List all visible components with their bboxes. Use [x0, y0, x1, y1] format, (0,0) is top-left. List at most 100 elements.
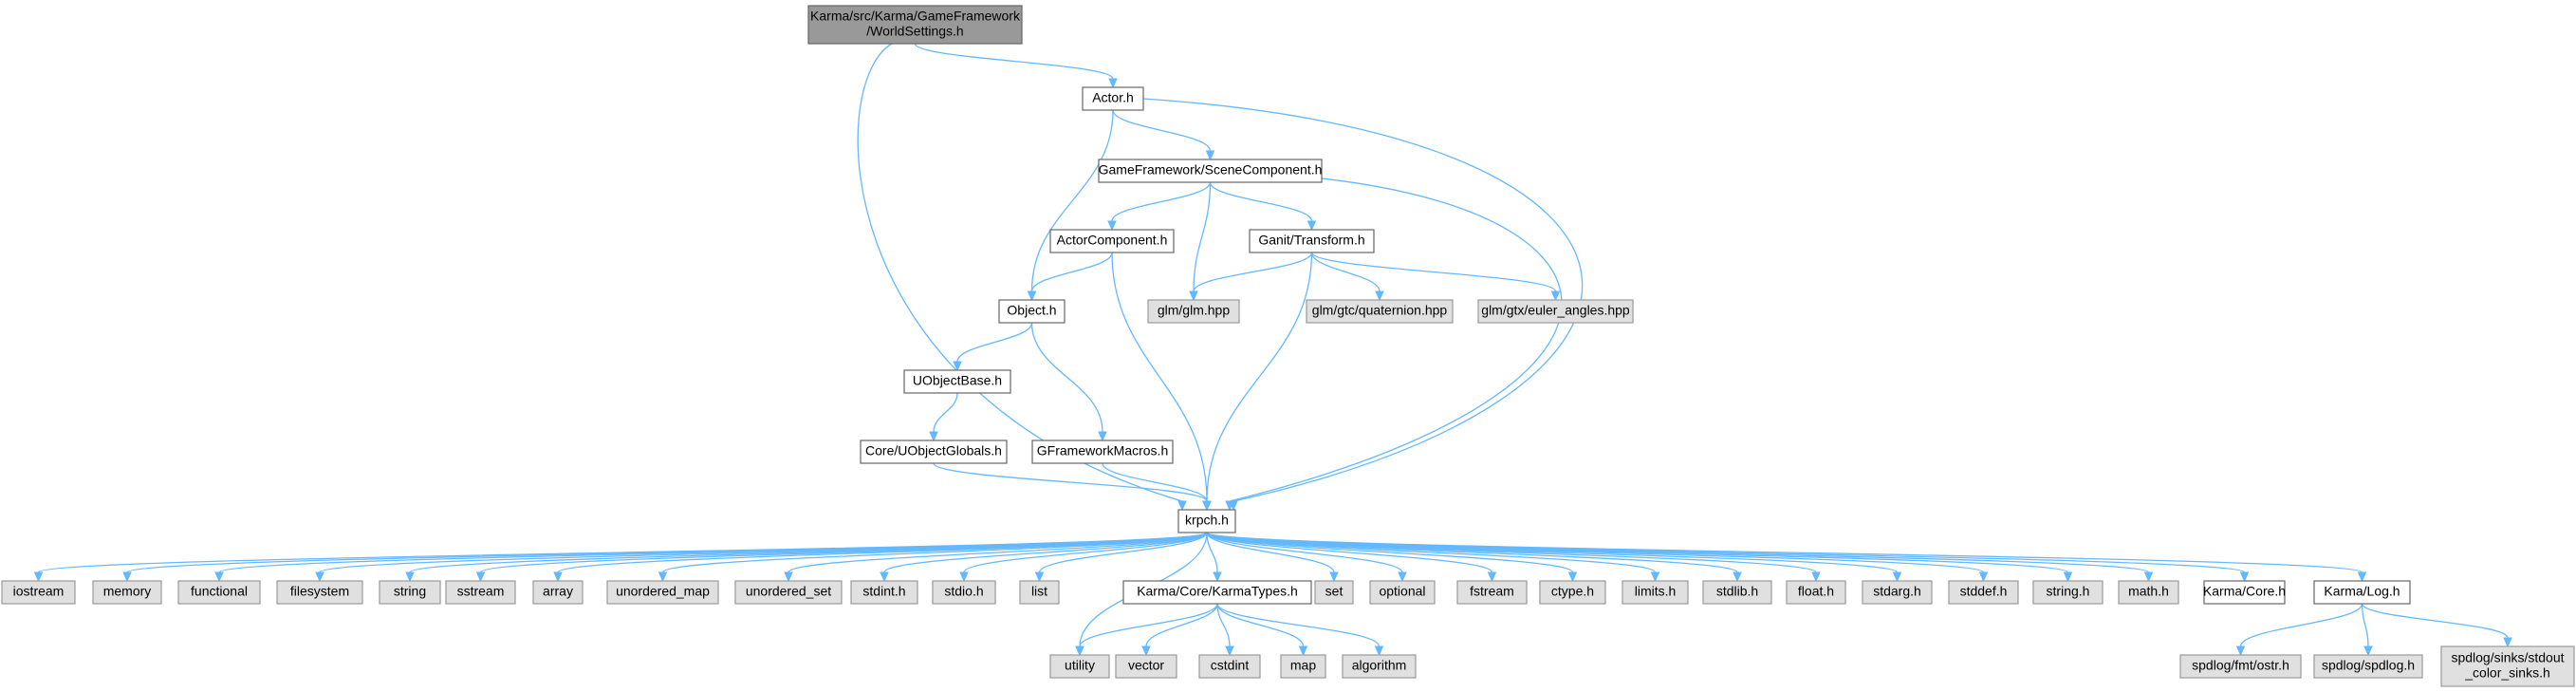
node-stddef[interactable]: stddef.h: [1948, 580, 2019, 605]
arrow-head-icon: [1098, 431, 1107, 442]
node-floath[interactable]: float.h: [1786, 580, 1846, 605]
node-fstream[interactable]: fstream: [1456, 580, 1528, 605]
node-actor[interactable]: Actor.h: [1082, 86, 1144, 111]
node-label: glm/glm.hpp: [1158, 303, 1230, 318]
arrow-head-icon: [880, 571, 889, 583]
node-actorcomp[interactable]: ActorComponent.h: [1049, 229, 1175, 253]
node-scenecomp[interactable]: GameFramework/SceneComponent.h: [1098, 159, 1323, 183]
node-gfmacros[interactable]: GFrameworkMacros.h: [1031, 440, 1174, 464]
node-box: [1019, 580, 1060, 605]
node-krpch[interactable]: krpch.h: [1177, 509, 1236, 533]
node-quat[interactable]: glm/gtc/quaternion.hpp: [1306, 299, 1454, 324]
node-stdoutsinks[interactable]: spdlog/sinks/stdout_color_sinks.h: [2440, 645, 2575, 687]
edge-object-gfmacros: [1030, 322, 1107, 442]
node-transform[interactable]: Ganit/Transform.h: [1249, 229, 1375, 253]
node-umap[interactable]: unordered_map: [606, 580, 719, 605]
node-list[interactable]: list: [1019, 580, 1060, 605]
node-stringh[interactable]: string.h: [2032, 580, 2103, 605]
node-ctype[interactable]: ctype.h: [1539, 580, 1606, 605]
node-uobjglob[interactable]: Core/UObjectGlobals.h: [860, 440, 1008, 464]
node-vector[interactable]: vector: [1115, 654, 1177, 679]
node-label: unordered_set: [746, 584, 831, 599]
node-box: [807, 5, 1023, 45]
node-set[interactable]: set: [1314, 580, 1354, 605]
edge-krpch-optional: [1206, 532, 1407, 583]
node-stdio[interactable]: stdio.h: [932, 580, 996, 605]
nodes-layer: Karma/src/Karma/GameFramework/WorldSetti…: [1, 5, 2575, 687]
node-core[interactable]: Karma/Core.h: [2203, 580, 2286, 605]
node-log[interactable]: Karma/Log.h: [2313, 580, 2411, 605]
node-box: [1702, 580, 1772, 605]
node-utility[interactable]: utility: [1049, 654, 1110, 679]
arrow-head-icon: [2143, 571, 2154, 583]
node-box: [2203, 580, 2286, 605]
node-box: [903, 369, 1011, 394]
node-algorithm[interactable]: algorithm: [1342, 654, 1417, 679]
node-box: [276, 580, 363, 605]
node-fmtostr[interactable]: spdlog/fmt/ostr.h: [2179, 654, 2302, 679]
edge-krpch-stdint: [880, 532, 1208, 583]
node-iostream[interactable]: iostream: [1, 580, 76, 605]
node-box: [1249, 229, 1375, 253]
node-box: [1031, 440, 1174, 464]
node-uobjbase[interactable]: UObjectBase.h: [903, 369, 1011, 394]
arrow-head-icon: [2235, 645, 2246, 657]
node-box: [1177, 509, 1236, 533]
node-array[interactable]: array: [532, 580, 584, 605]
arrow-head-icon: [1034, 571, 1045, 583]
arrow-head-icon: [2503, 637, 2512, 648]
arrow-head-icon: [1550, 290, 1561, 302]
edge-transform-krpch: [1202, 252, 1313, 512]
node-spdlog[interactable]: spdlog/spdlog.h: [2313, 654, 2423, 679]
arrow-head-icon: [1375, 290, 1384, 302]
node-functional[interactable]: functional: [177, 580, 261, 605]
node-label: list: [1031, 584, 1047, 599]
node-label: _color_sinks.h: [2464, 665, 2550, 681]
node-box: [734, 580, 843, 605]
node-cstdint[interactable]: cstdint: [1198, 654, 1261, 679]
node-glm[interactable]: glm/glm.hpp: [1147, 299, 1240, 324]
node-string[interactable]: string: [379, 580, 441, 605]
node-euler[interactable]: glm/gtx/euler_angles.hpp: [1477, 299, 1634, 324]
node-stdarg[interactable]: stdarg.h: [1862, 580, 1933, 605]
node-box: [2179, 654, 2302, 679]
arrow-head-icon: [315, 571, 324, 583]
edge-root-krpch: [857, 43, 1187, 512]
node-map[interactable]: map: [1280, 654, 1326, 679]
edge-transform-glm: [1189, 252, 1313, 302]
arrow-head-icon: [214, 571, 224, 583]
node-box: [1098, 159, 1323, 183]
node-box: [1147, 299, 1240, 324]
node-object[interactable]: Object.h: [998, 299, 1066, 324]
node-root[interactable]: Karma/src/Karma/GameFramework/WorldSetti…: [807, 5, 1023, 45]
arrow-head-icon: [33, 571, 44, 583]
node-limits[interactable]: limits.h: [1622, 580, 1689, 605]
node-label: Karma/Log.h: [2324, 584, 2400, 599]
node-label: spdlog/fmt/ostr.h: [2192, 658, 2289, 673]
edge-krpch-list: [1034, 532, 1208, 583]
node-label: glm/gtx/euler_angles.hpp: [1481, 303, 1630, 318]
node-box: [1, 580, 76, 605]
node-stdlib[interactable]: stdlib.h: [1702, 580, 1772, 605]
node-filesystem[interactable]: filesystem: [276, 580, 363, 605]
node-mathh[interactable]: math.h: [2118, 580, 2179, 605]
edge-krpch-umap: [658, 532, 1208, 583]
node-label: float.h: [1798, 584, 1834, 599]
node-optional[interactable]: optional: [1369, 580, 1436, 605]
node-box: [606, 580, 719, 605]
node-uset[interactable]: unordered_set: [734, 580, 843, 605]
node-label: vector: [1128, 658, 1164, 673]
node-sstream[interactable]: sstream: [445, 580, 516, 605]
node-label: sstream: [457, 584, 505, 599]
node-karmatypes[interactable]: Karma/Core/KarmaTypes.h: [1122, 580, 1312, 605]
node-stdint[interactable]: stdint.h: [850, 580, 918, 605]
node-label: glm/gtc/quaternion.hpp: [1312, 303, 1448, 318]
node-label: limits.h: [1635, 584, 1677, 599]
node-label: Karma/Core/KarmaTypes.h: [1137, 584, 1298, 599]
edge-actorcomp-object: [1027, 252, 1113, 302]
node-memory[interactable]: memory: [92, 580, 162, 605]
node-label: functional: [191, 584, 248, 599]
arrow-head-icon: [2239, 571, 2250, 583]
arrow-head-icon: [929, 431, 938, 442]
arrow-head-icon: [475, 571, 486, 583]
